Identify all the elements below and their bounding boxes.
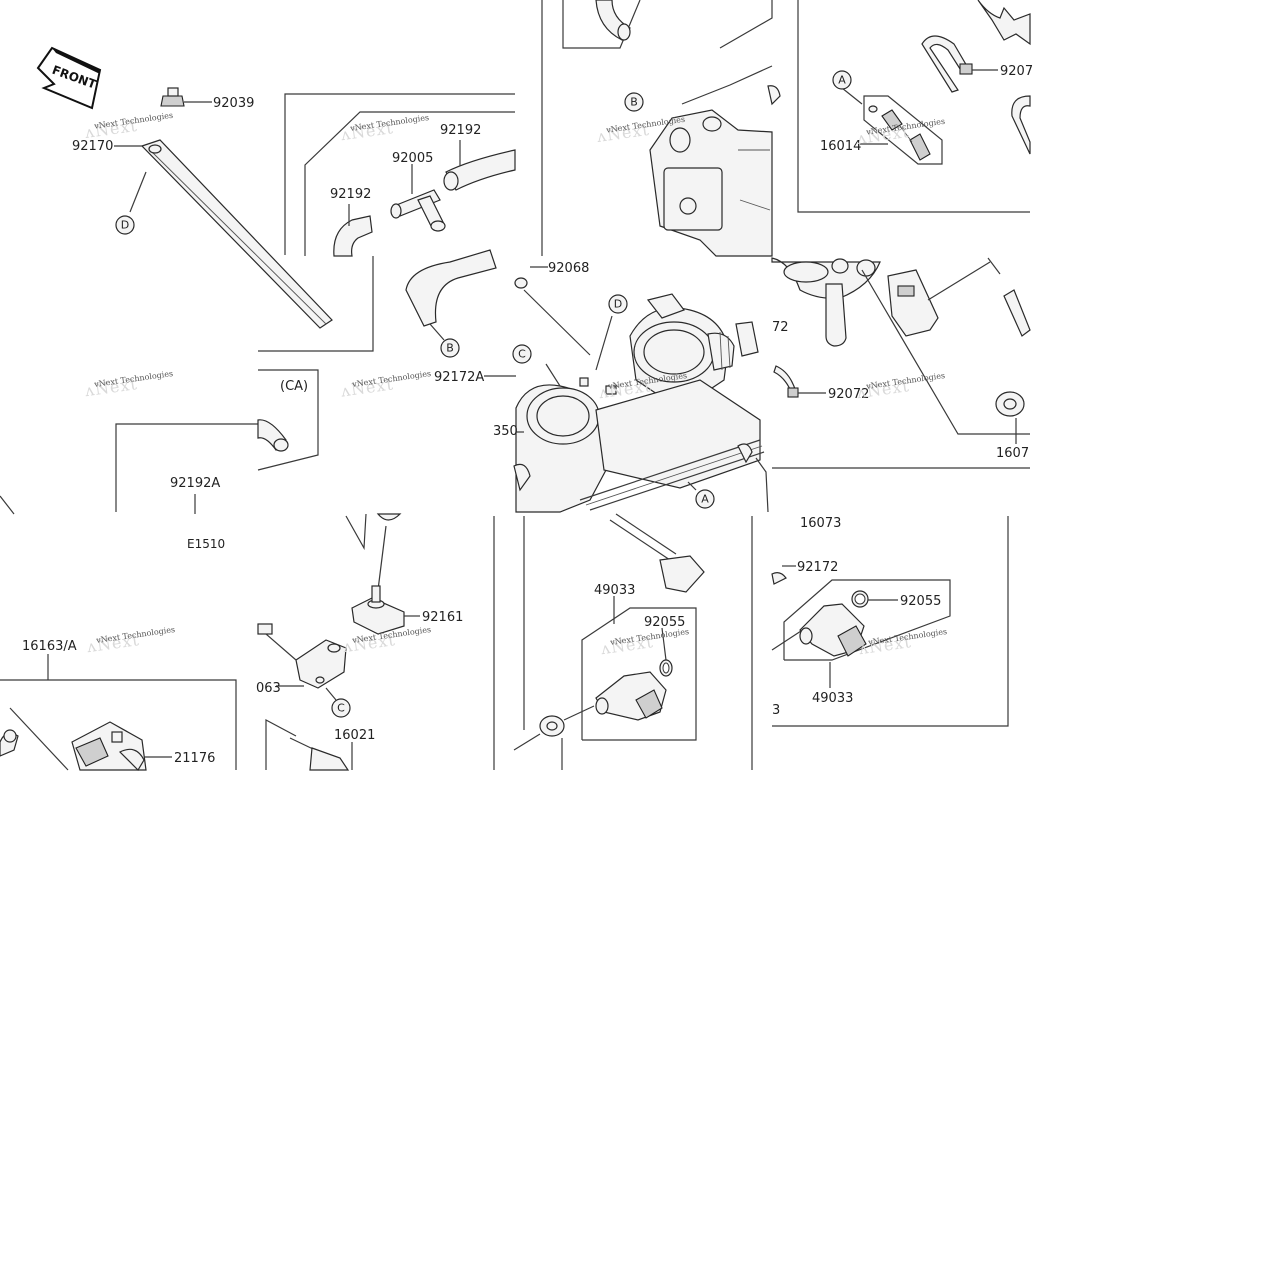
label-350: 350: [493, 424, 518, 439]
tile-hose-92192A: [0, 369, 319, 515]
label-92161: 92161: [422, 610, 463, 625]
label-21176: 21176: [174, 751, 215, 766]
callout-c-throttle: C: [512, 344, 532, 364]
label-92170: 92170: [72, 139, 113, 154]
label-92072-mid: 72: [772, 320, 789, 335]
svg-text:C: C: [337, 702, 345, 715]
label-063: 063: [256, 681, 281, 696]
tile-sensor-21176: [0, 654, 237, 771]
label-92055-left: 92055: [644, 615, 685, 630]
label-ca: (CA): [280, 379, 308, 394]
label-16014: 16014: [820, 139, 861, 154]
tile-throttle-top: [541, 0, 781, 257]
tile-fuel-rail: [771, 257, 1031, 469]
label-16021: 16021: [334, 728, 375, 743]
tile-injector-left: [493, 513, 753, 770]
callout-d-strap: D: [115, 215, 135, 235]
label-92039: 92039: [213, 96, 254, 111]
label-3: 3: [772, 703, 780, 718]
label-49033-left: 49033: [594, 583, 635, 598]
tile-injector-right: [771, 516, 1009, 727]
label-16163: 16163/A: [22, 639, 77, 654]
bolt-92039: [160, 87, 212, 107]
label-16073: 16073: [800, 516, 841, 531]
label-92072-top: 9207: [1000, 64, 1033, 79]
svg-text:C: C: [518, 348, 526, 361]
tile-strap: [114, 87, 515, 352]
svg-text:D: D: [614, 298, 622, 311]
svg-text:B: B: [630, 96, 638, 109]
label-92172A: 92172A: [434, 370, 484, 385]
label-92005: 92005: [392, 151, 433, 166]
svg-text:A: A: [701, 493, 709, 506]
tile-sensor-16014: [797, 0, 1031, 213]
svg-text:A: A: [838, 74, 846, 87]
label-92055-right: 92055: [900, 594, 941, 609]
callout-b-throttle: B: [624, 92, 644, 112]
label-92172: 92172: [797, 560, 838, 575]
label-92192A: 92192A: [170, 476, 220, 491]
connector-16073: [887, 261, 991, 337]
label-92072: 92072: [828, 387, 869, 402]
svg-text:B: B: [446, 342, 454, 355]
callout-b-hose: B: [440, 338, 460, 358]
callout-a-throttle: A: [695, 489, 715, 509]
svg-text:D: D: [121, 219, 129, 232]
tile-bracket-92161: [257, 513, 420, 771]
label-92192-right: 92192: [440, 123, 481, 138]
watermarks: ʌΝext vNext Technologies ʌΝext vNext Tec…: [83, 111, 948, 659]
callout-c-bracket: C: [331, 698, 351, 718]
front-arrow-icon: FRONT: [36, 46, 102, 110]
label-16073-right: 1607: [996, 446, 1029, 461]
label-e1510: E1510: [187, 537, 225, 551]
tee-fitting-92005: [390, 164, 446, 232]
label-92068: 92068: [548, 261, 589, 276]
tile-hoses: [304, 111, 591, 377]
callout-d-throttle: D: [608, 294, 628, 314]
callout-a-sensor: A: [832, 70, 852, 90]
label-49033-right: 49033: [812, 691, 853, 706]
tile-throttle-body: [513, 293, 769, 513]
label-92192-left: 92192: [330, 187, 371, 202]
